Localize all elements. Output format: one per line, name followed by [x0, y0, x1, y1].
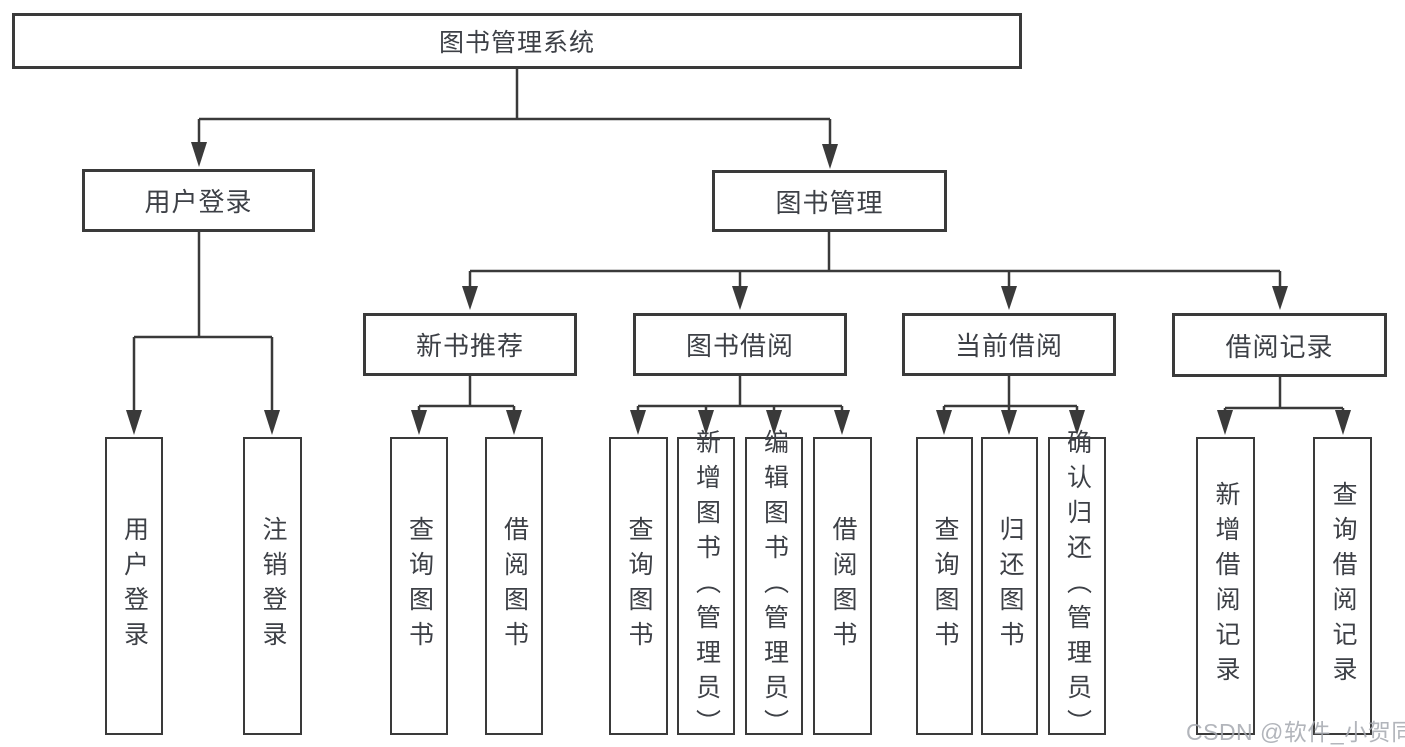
- node-label: 图书管理系统: [438, 29, 595, 57]
- node-label: 编辑图书（管理员）: [760, 428, 789, 744]
- node-label: 确认归还（管理员）: [1063, 428, 1092, 744]
- node-book-management: 图书管理: [712, 170, 947, 232]
- leaf-confirm-return-admin: 确认归还（管理员）: [1048, 429, 1106, 744]
- node-label: 查询图书: [931, 516, 959, 656]
- node-label: 新书推荐: [415, 331, 524, 361]
- node-current-borrow: 当前借阅: [902, 313, 1116, 376]
- leaf-query-borrow-record: 查询借阅记录: [1313, 437, 1372, 735]
- node-label: 用户登录: [120, 516, 149, 656]
- leaf-borrow-books-recommend: 借阅图书: [485, 437, 543, 735]
- node-user-login-group: 用户登录: [82, 169, 315, 232]
- csdn-watermark: CSDN @软件_小贺同学: [1186, 719, 1405, 745]
- node-label: 当前借阅: [954, 331, 1063, 361]
- leaf-add-borrow-record: 新增借阅记录: [1196, 437, 1255, 735]
- node-label: 图书管理: [775, 187, 884, 218]
- node-label: 归还图书: [996, 516, 1024, 656]
- node-label: 图书借阅: [685, 331, 794, 361]
- leaf-query-books-current: 查询图书: [916, 437, 973, 735]
- node-system-root: 图书管理系统: [12, 13, 1022, 69]
- node-label: 新增图书（管理员）: [692, 428, 721, 744]
- leaf-edit-books-admin: 编辑图书（管理员）: [745, 429, 803, 744]
- leaf-borrow-books: 借阅图书: [813, 437, 872, 735]
- leaf-query-books-recommend: 查询图书: [390, 437, 448, 735]
- leaf-query-books-borrow: 查询图书: [609, 437, 668, 735]
- node-label: 查询借阅记录: [1329, 481, 1357, 691]
- node-book-borrow: 图书借阅: [633, 313, 847, 376]
- node-label: 借阅记录: [1225, 331, 1334, 362]
- node-label: 新增借阅记录: [1212, 481, 1240, 691]
- node-label: 注销登录: [259, 516, 287, 656]
- leaf-return-books: 归还图书: [981, 437, 1038, 735]
- node-label: 用户登录: [144, 187, 253, 217]
- node-borrow-records: 借阅记录: [1172, 313, 1387, 377]
- node-label: 借阅图书: [829, 516, 857, 656]
- node-label: 查询图书: [625, 516, 653, 656]
- leaf-user-login: 用户登录: [105, 437, 163, 735]
- node-label: 查询图书: [405, 516, 434, 656]
- node-label: 借阅图书: [500, 516, 529, 656]
- node-new-book-recommend: 新书推荐: [363, 313, 577, 376]
- arrowheads: [126, 142, 1351, 435]
- leaf-add-books-admin: 新增图书（管理员）: [677, 429, 735, 744]
- leaf-logout: 注销登录: [243, 437, 302, 735]
